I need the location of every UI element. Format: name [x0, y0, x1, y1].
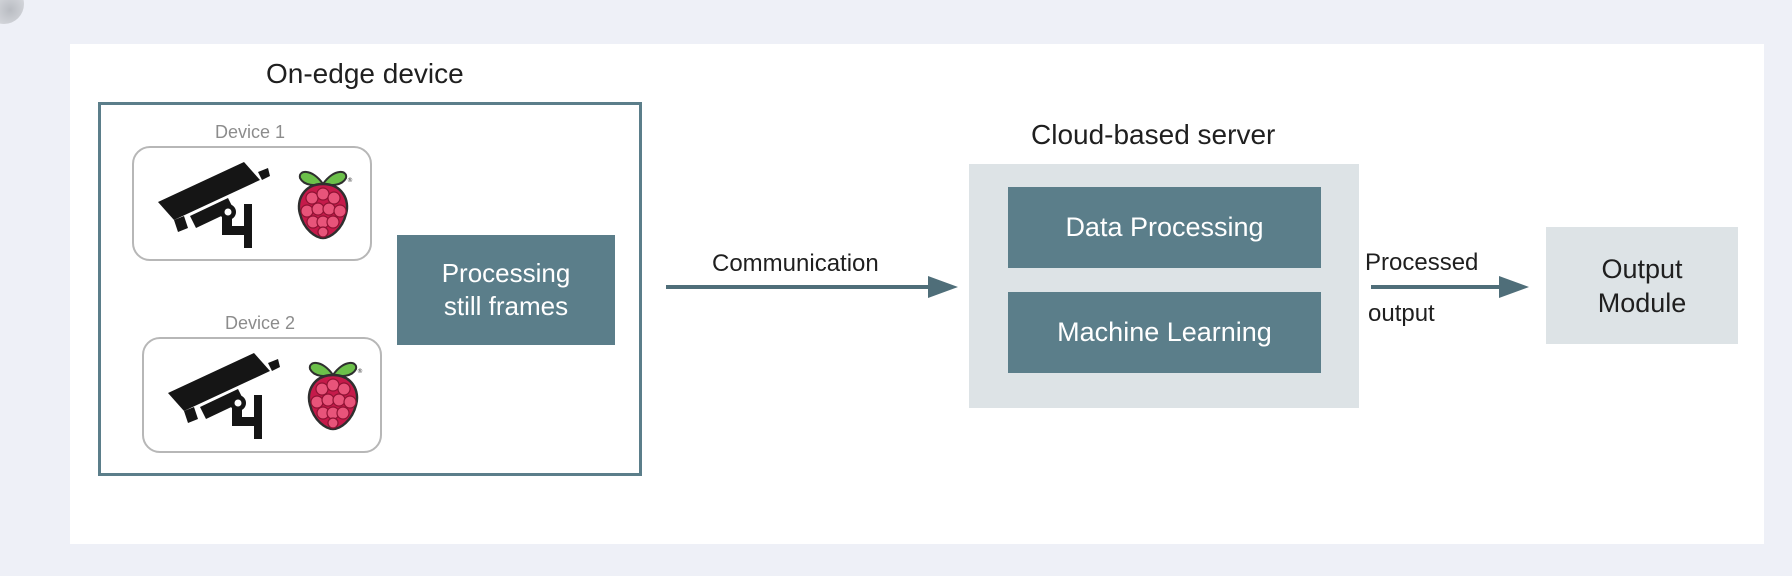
output-module-line-2: Module	[1597, 287, 1687, 318]
communication-arrow	[666, 276, 958, 298]
cloud-server-title: Cloud-based server	[1031, 119, 1276, 150]
processed-label: Processed	[1365, 249, 1479, 276]
processing-still-frames-block: Processing still frames	[397, 235, 615, 345]
device-1-label: Device 1	[215, 122, 286, 142]
processed-output-arrow	[1371, 276, 1529, 298]
svg-text:®: ®	[357, 368, 363, 375]
processing-line-1: Processing	[441, 258, 571, 288]
device-2-card: ®	[142, 337, 382, 453]
device-2-label: Device 2	[225, 313, 296, 333]
device-1-card: ®	[132, 146, 372, 261]
communication-label: Communication	[712, 250, 879, 277]
raspberry-pi-icon: ®	[307, 362, 363, 431]
security-camera-icon	[158, 162, 270, 248]
edge-device-group	[98, 102, 642, 476]
output-module-block: Output Module	[1546, 227, 1738, 344]
corner-shadow	[0, 0, 24, 24]
raspberry-pi-icon: ®	[297, 171, 353, 240]
data-processing-block: Data Processing	[1008, 187, 1321, 268]
machine-learning-block: Machine Learning	[1008, 292, 1321, 373]
output-label: output	[1368, 300, 1435, 327]
diagram-canvas: On-edge device Device 1	[70, 44, 1764, 544]
output-module-line-1: Output	[1601, 253, 1683, 284]
edge-device-title: On-edge device	[266, 58, 464, 89]
processing-line-2: still frames	[443, 291, 569, 321]
security-camera-icon	[168, 353, 280, 439]
svg-text:®: ®	[347, 177, 353, 184]
